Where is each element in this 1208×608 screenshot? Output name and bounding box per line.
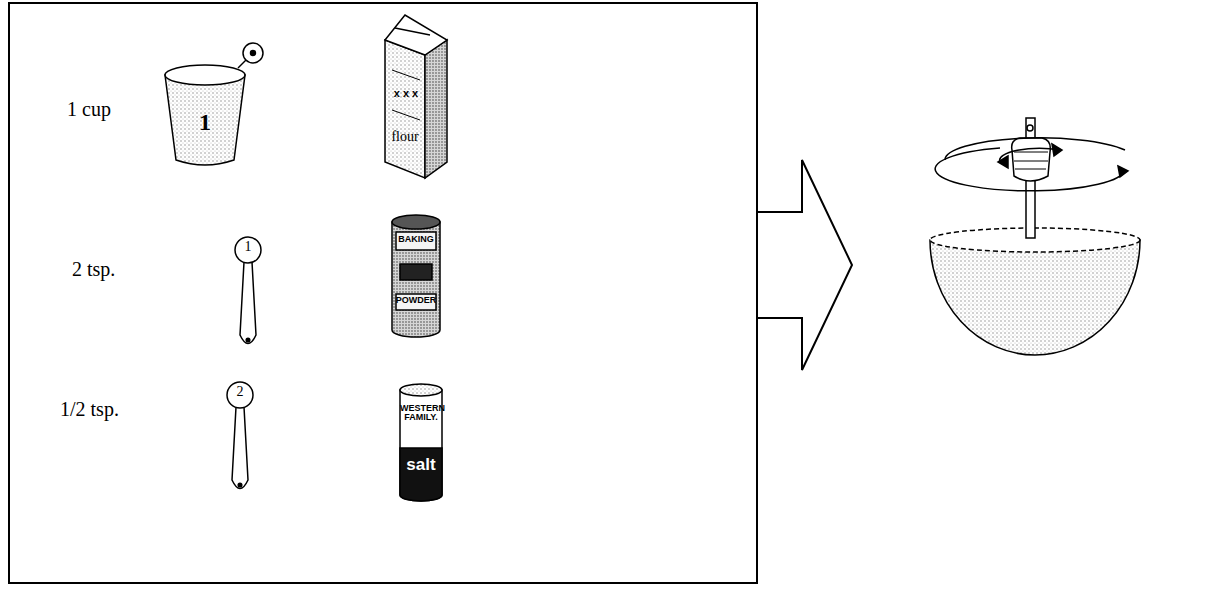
measure-panel: 1 cup 2 tsp. 1/2 tsp. <box>8 2 758 584</box>
package-label: BAKING <box>392 235 440 244</box>
package-label: WESTERN FAMILY. <box>400 404 442 423</box>
measure-amount: 2 tsp. <box>72 258 115 281</box>
flour-box <box>385 15 447 178</box>
package-label: 1 <box>188 110 222 135</box>
package-label: POWDER <box>392 296 440 305</box>
flow-arrow <box>758 160 852 370</box>
package-label: salt <box>398 456 444 474</box>
measuring-spoon <box>235 237 261 344</box>
baking-powder-can <box>392 215 440 337</box>
measuring-cup <box>165 43 263 165</box>
package-label: 2 <box>230 385 250 400</box>
package-label: flour <box>385 130 425 145</box>
salt-can <box>400 384 442 501</box>
measuring-spoon <box>227 382 253 489</box>
stirring-hand <box>1012 118 1051 238</box>
stirring-motion <box>935 138 1128 191</box>
measure-amount: 1/2 tsp. <box>60 398 119 421</box>
measure-amount: 1 cup <box>67 98 111 121</box>
mixing-bowl <box>930 228 1140 355</box>
package-label: x x x <box>387 88 425 100</box>
package-label: 1 <box>238 240 258 255</box>
